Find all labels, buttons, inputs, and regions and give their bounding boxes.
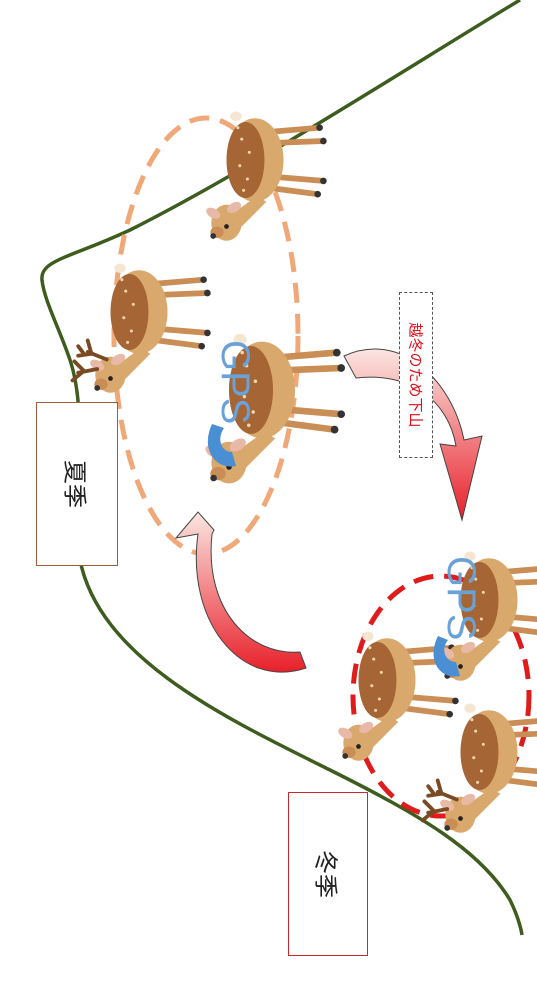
gps-label: GPS — [439, 556, 483, 640]
deer-icon — [204, 112, 326, 241]
deer-icon — [73, 264, 211, 393]
descent-label: 越冬のため下山 — [406, 322, 427, 427]
deer-icon — [423, 704, 537, 833]
descent-label-box: 越冬のため下山 — [399, 292, 433, 458]
summer-label: 夏季 — [60, 460, 95, 508]
winter-label-box: 冬季 — [288, 792, 368, 956]
summer-label-box: 夏季 — [36, 402, 118, 566]
gps-label: GPS — [213, 340, 257, 424]
winter-label: 冬季 — [311, 850, 346, 898]
curved-arrow-icon — [176, 512, 306, 672]
